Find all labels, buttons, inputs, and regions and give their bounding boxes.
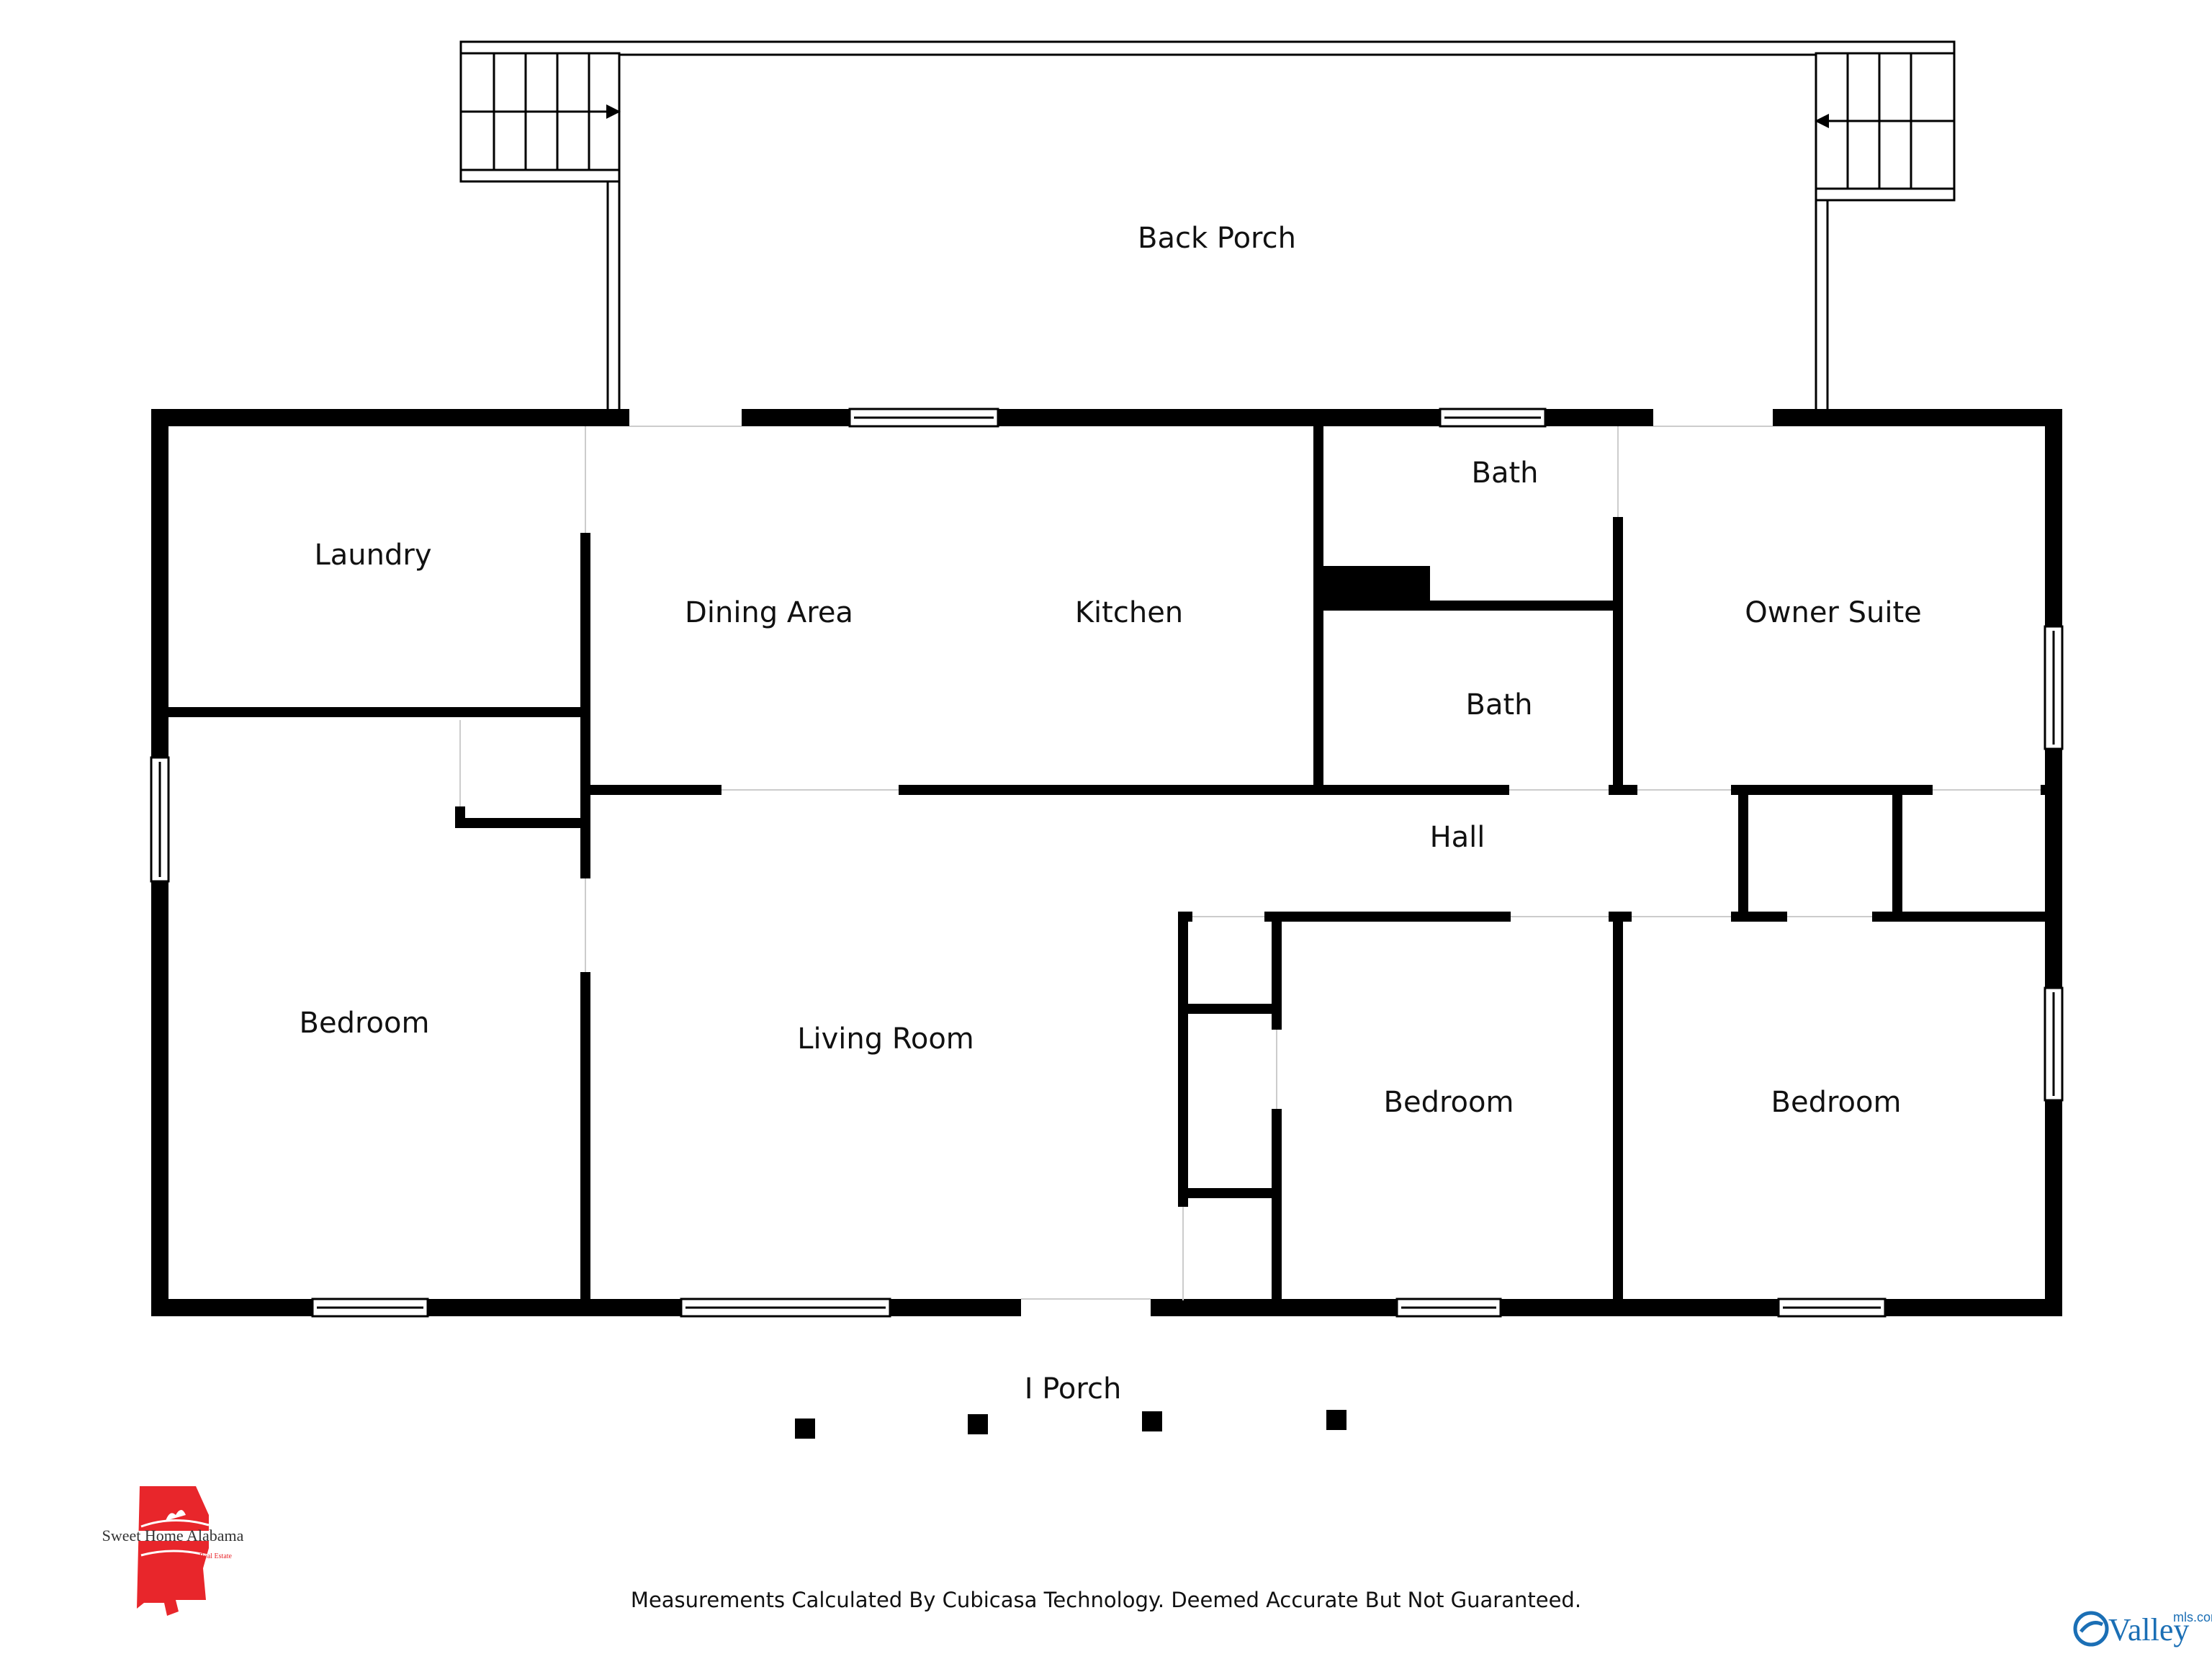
interior-walls bbox=[158, 419, 2055, 1308]
arrow-left-icon bbox=[1815, 114, 1829, 128]
room-label-bath-upper: Bath bbox=[1472, 457, 1539, 490]
exterior-walls bbox=[151, 409, 2062, 1316]
arrow-right-icon bbox=[606, 104, 621, 119]
agency-logo: Sweet Home Alabama Real Estate bbox=[89, 1486, 256, 1616]
room-label-back-porch: Back Porch bbox=[1138, 222, 1296, 255]
agency-sub: Real Estate bbox=[199, 1552, 233, 1560]
room-label-kitchen: Kitchen bbox=[1075, 596, 1183, 629]
room-label-bedroom-right: Bedroom bbox=[1771, 1086, 1902, 1119]
agency-name: Sweet Home Alabama bbox=[102, 1527, 244, 1545]
room-label-bath-lower: Bath bbox=[1466, 688, 1533, 721]
room-label-laundry: Laundry bbox=[314, 539, 431, 572]
porch-posts bbox=[795, 1410, 1346, 1439]
door-openings bbox=[459, 426, 2041, 1300]
windows bbox=[150, 408, 2064, 1318]
mls-logo: Valley mls.com bbox=[2073, 1610, 2212, 1647]
room-label-bedroom-left: Bedroom bbox=[300, 1007, 430, 1040]
mls-name: Valley bbox=[2108, 1612, 2189, 1647]
valley-mls-logo-icon bbox=[2073, 1611, 2109, 1647]
disclaimer-text: Measurements Calculated By Cubicasa Tech… bbox=[630, 1588, 1582, 1612]
stair-direction-arrows bbox=[468, 104, 1944, 128]
room-label-dining-area: Dining Area bbox=[685, 596, 853, 629]
room-label-bedroom-middle: Bedroom bbox=[1384, 1086, 1514, 1119]
mls-domain: mls.com bbox=[2173, 1610, 2212, 1624]
room-label-living-room: Living Room bbox=[797, 1022, 974, 1056]
house-roof-icon bbox=[166, 1510, 186, 1521]
room-label-owner-suite: Owner Suite bbox=[1745, 596, 1921, 629]
room-label-hall: Hall bbox=[1430, 821, 1485, 854]
room-label-front-porch: I Porch bbox=[1025, 1372, 1122, 1406]
